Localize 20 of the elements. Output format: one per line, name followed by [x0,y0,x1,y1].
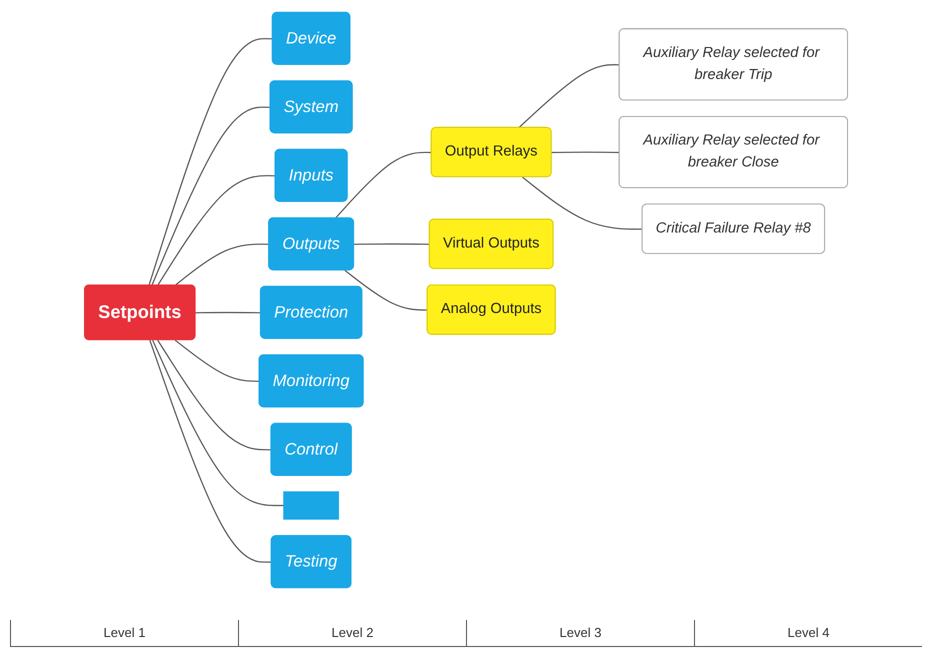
connector [174,340,260,382]
connector [157,175,276,286]
connector [552,152,620,154]
connector [334,152,432,219]
level-label: Level 3 [466,620,694,646]
connector [522,176,643,230]
connector [196,312,261,314]
level-label: Level 1 [10,620,238,646]
level-label: Level 2 [238,620,466,646]
connector [157,340,272,450]
connector [152,340,284,506]
connector [151,106,270,286]
level-label: Level 4 [694,620,922,646]
connector [344,270,428,311]
connector [354,243,430,245]
connector [148,38,273,286]
node-box [283,491,339,520]
connector [518,64,620,128]
connector [149,340,272,563]
connector [174,244,270,286]
